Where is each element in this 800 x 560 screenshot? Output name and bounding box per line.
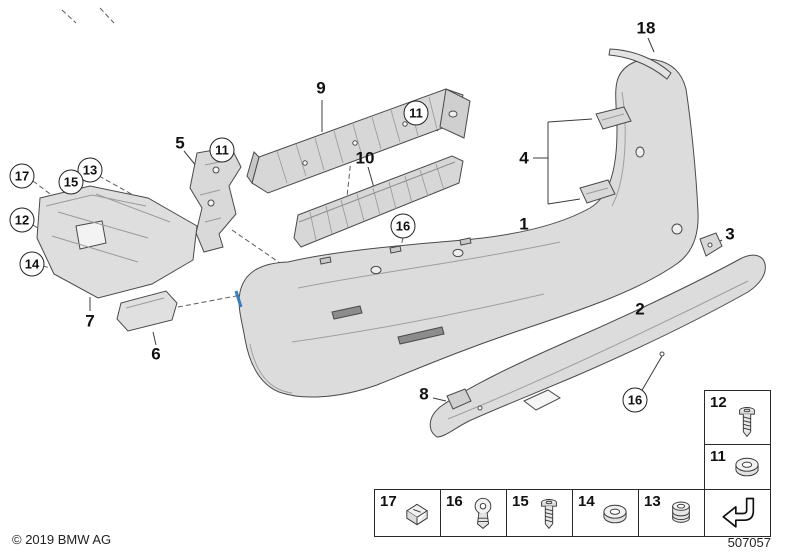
artifact-leader-line: [99, 7, 115, 24]
callout-circled-16[interactable]: 16: [390, 213, 416, 239]
callout-2[interactable]: 2: [635, 299, 645, 319]
part-6-cover[interactable]: [116, 290, 178, 332]
part-7-support-panel[interactable]: [36, 185, 198, 299]
callout-4[interactable]: 4: [519, 148, 529, 168]
legend-box-16[interactable]: 16: [440, 489, 507, 537]
callout-6[interactable]: 6: [151, 344, 161, 364]
legend-box-15[interactable]: 15: [506, 489, 573, 537]
legend-box-14[interactable]: 14: [572, 489, 639, 537]
legend-box-direction-arrow[interactable]: [704, 489, 771, 537]
part-8-bracket[interactable]: [446, 388, 472, 410]
legend-label: 17: [380, 493, 397, 510]
legend-icon-slot: [727, 449, 767, 486]
callout-5[interactable]: 5: [175, 133, 185, 153]
screw-icon: [542, 500, 557, 529]
legend-box-11[interactable]: 11: [704, 444, 771, 490]
grommet-icon: [736, 458, 758, 476]
callout-18[interactable]: 18: [636, 18, 656, 38]
legend-box-12[interactable]: 12: [704, 390, 771, 445]
callout-circled-14[interactable]: 14: [19, 251, 45, 277]
callout-7[interactable]: 7: [85, 311, 95, 331]
direction-arrow-icon: [723, 499, 753, 527]
part-10-lower-reinforcement[interactable]: [293, 155, 464, 248]
callout-circled-11[interactable]: 11: [403, 100, 429, 126]
callout-10[interactable]: 10: [355, 148, 375, 168]
artifact-leader-line: [61, 9, 77, 24]
part-3-bracket[interactable]: [699, 232, 723, 257]
legend-label: 11: [710, 448, 726, 465]
copyright-text: © 2019 BMW AG: [12, 532, 112, 547]
legend-box-13[interactable]: 13: [638, 489, 705, 537]
paint-accent-mark: [234, 290, 243, 308]
legend-icon-slot: [397, 496, 437, 533]
callout-1[interactable]: 1: [519, 214, 529, 234]
expanding-nut-icon: [673, 502, 690, 522]
screw-icon: [740, 408, 755, 437]
callout-3[interactable]: 3: [725, 224, 735, 244]
callout-circled-12[interactable]: 12: [9, 207, 35, 233]
callout-8[interactable]: 8: [419, 384, 429, 404]
part-1-bumper-cover[interactable]: [234, 58, 699, 398]
legend-icon-slot: [463, 496, 503, 533]
hatching: [309, 163, 445, 241]
legend-icon-slot: [727, 404, 767, 441]
part-4-guide-brackets[interactable]: [579, 106, 632, 204]
grommet-icon: [604, 505, 626, 523]
callout-circled-15[interactable]: 15: [58, 169, 84, 195]
legend-label: 16: [446, 493, 463, 510]
legend-box-17[interactable]: 17: [374, 489, 441, 537]
legend-icon-slot: [720, 495, 760, 532]
legend-label: 12: [710, 394, 727, 411]
callout-circled-17[interactable]: 17: [9, 163, 35, 189]
legend-icon-slot: [595, 496, 635, 533]
callout-9[interactable]: 9: [316, 78, 326, 98]
clip-icon: [407, 504, 427, 524]
legend-icon-slot: [661, 496, 701, 533]
hatching: [276, 96, 438, 184]
callout-circled-11[interactable]: 11: [209, 137, 235, 163]
expanding-rivet-icon: [475, 498, 491, 528]
legend-label: 15: [512, 493, 529, 510]
part-2-lower-trim[interactable]: [429, 254, 766, 438]
callout-circled-16[interactable]: 16: [622, 387, 648, 413]
legend-label: 14: [578, 493, 595, 510]
diagram-number: 507057: [727, 535, 771, 550]
part-5-bracket[interactable]: [189, 146, 242, 253]
legend-icon-slot: [529, 496, 569, 533]
part-18-edge-strip[interactable]: [608, 48, 672, 80]
legend-label: 13: [644, 493, 661, 510]
